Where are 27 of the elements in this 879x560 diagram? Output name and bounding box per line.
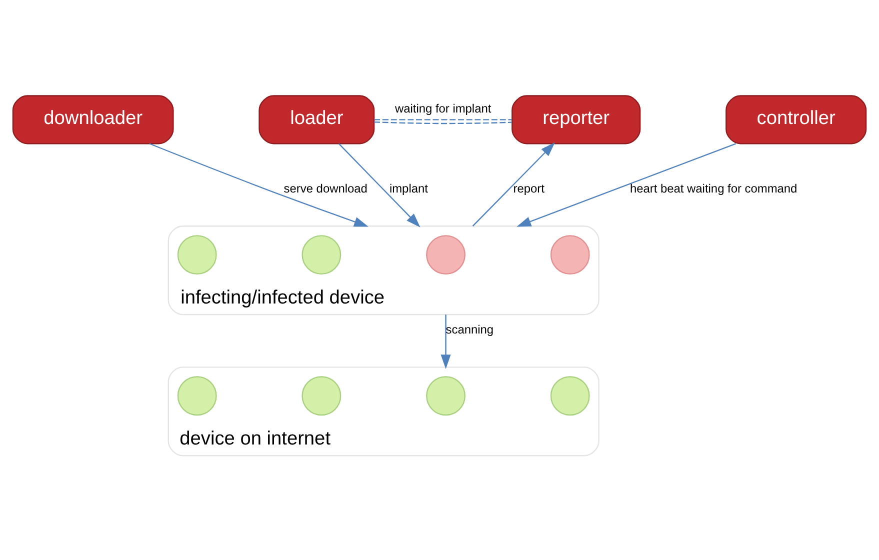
node-box: reporter <box>512 94 641 144</box>
cluster: infecting/infected device <box>168 225 600 315</box>
arrow <box>149 142 368 226</box>
edge-label: implant <box>389 181 428 196</box>
connector <box>374 118 512 120</box>
arrow <box>440 314 451 368</box>
node-box: downloader <box>12 94 174 144</box>
node-box: controller <box>726 94 867 144</box>
node-circle <box>177 234 217 274</box>
node-circle <box>177 376 217 416</box>
edge-label: waiting for implant <box>394 101 492 116</box>
edge-label: serve download <box>284 181 368 196</box>
cluster: device on internet <box>168 366 600 456</box>
arrow <box>472 142 555 226</box>
node-box: loader <box>258 94 375 144</box>
edge-label: heart beat waiting for command <box>630 181 798 196</box>
node-circle <box>426 376 466 416</box>
node-circle <box>550 234 590 274</box>
arrow <box>338 142 420 227</box>
node-circle <box>302 376 342 416</box>
node-circle <box>550 376 590 416</box>
edge-label: report <box>513 181 544 196</box>
connector <box>374 120 512 124</box>
arrow <box>516 142 736 226</box>
edge-label: scanning <box>446 322 494 336</box>
node-circle <box>426 234 466 274</box>
node-circle <box>302 234 342 274</box>
